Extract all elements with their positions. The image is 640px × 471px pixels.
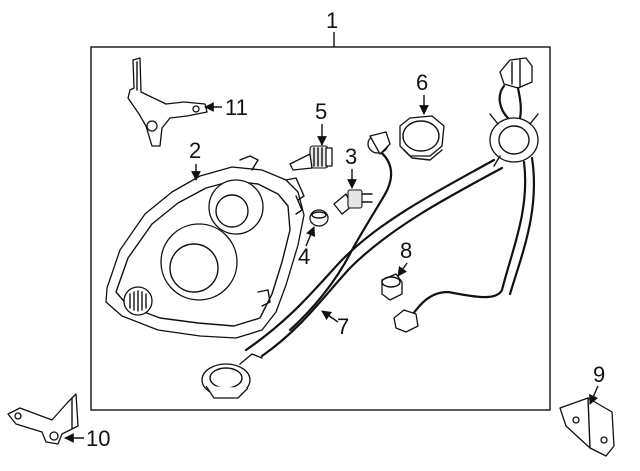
upper-bracket-part (127, 57, 208, 147)
callout-7: 7 (337, 314, 349, 339)
wire-harness-part (201, 57, 539, 399)
callout-11: 11 (225, 95, 248, 120)
callout-8-leader (397, 262, 408, 277)
bulb-small-part (333, 189, 373, 215)
callout-2: 2 (189, 138, 201, 163)
callout-1: 1 (326, 8, 338, 33)
assembly-frame (90, 46, 551, 411)
callout-8: 8 (400, 238, 412, 263)
callout-9-leader (589, 385, 599, 405)
headlamp-housing-part (105, 155, 305, 339)
callout-6: 6 (416, 70, 428, 95)
socket-cap-part (309, 209, 329, 227)
rubber-cap-part (381, 273, 403, 301)
right-bracket-part (559, 397, 615, 457)
bulb-h-part (289, 145, 333, 171)
callout-5: 5 (315, 99, 327, 124)
callout-9: 9 (593, 362, 605, 387)
cover-ring-part (399, 115, 445, 161)
callout-4: 4 (298, 244, 310, 269)
callout-3: 3 (345, 144, 357, 169)
callout-10: 10 (86, 426, 110, 451)
callout-4-leader (305, 226, 316, 247)
left-bracket-part (7, 393, 79, 445)
callout-7-leader (321, 310, 339, 323)
